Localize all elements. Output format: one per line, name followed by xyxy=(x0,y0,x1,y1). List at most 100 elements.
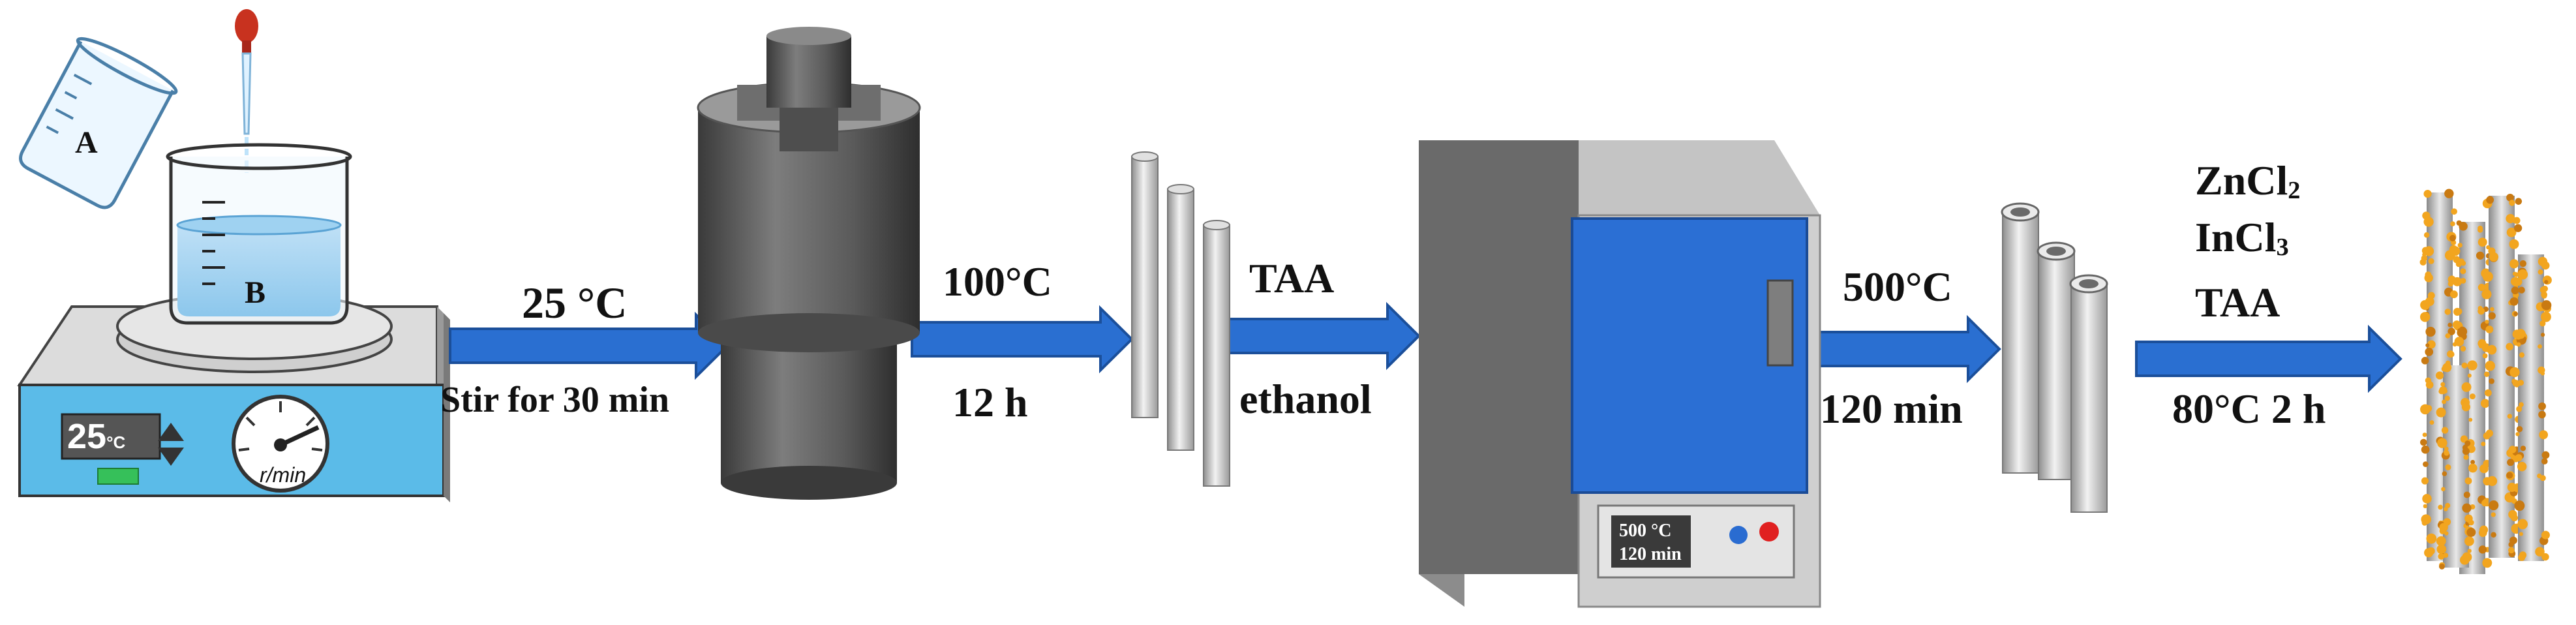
nanoparticle xyxy=(2512,271,2517,276)
nanoparticle xyxy=(2444,309,2451,315)
nanoparticle xyxy=(2507,459,2515,466)
display-value: 25°C xyxy=(67,417,126,456)
temperature-display xyxy=(61,413,184,485)
nanoparticle xyxy=(2423,246,2434,256)
nanoparticle xyxy=(2509,239,2519,249)
step3-condition-top: TAA xyxy=(1249,255,1335,301)
nanoparticle xyxy=(2485,320,2489,324)
nanoparticle xyxy=(2481,289,2492,299)
nanoparticle xyxy=(2470,459,2476,465)
nanoparticle xyxy=(2538,366,2545,374)
nanoparticle xyxy=(2424,548,2434,558)
nanoparticle xyxy=(2483,467,2488,472)
nanoparticle xyxy=(2423,504,2427,509)
nanoparticle xyxy=(2509,536,2517,545)
nanoparticle xyxy=(2450,221,2455,226)
step4-condition-top: 500°C xyxy=(1843,264,1952,310)
nanoparticle xyxy=(2421,357,2429,365)
nanoparticle xyxy=(2463,454,2469,460)
nanoparticle xyxy=(2444,189,2454,198)
nanoparticle xyxy=(2519,260,2526,267)
furnace-panel-line1: 500 °C xyxy=(1619,521,1672,541)
nanoparticle xyxy=(2451,208,2457,215)
nanoparticle xyxy=(2508,446,2517,453)
nanoparticle xyxy=(2541,333,2545,337)
arrow-step4 xyxy=(1806,314,2001,384)
nanoparticle xyxy=(2447,322,2453,328)
nanoparticle xyxy=(2509,200,2515,206)
nanoparticle xyxy=(2436,407,2446,418)
nanoparticle xyxy=(2515,454,2523,462)
step3-condition-bottom: ethanol xyxy=(1239,376,1372,422)
nanoparticle xyxy=(2509,297,2519,306)
nanoparticle xyxy=(2481,500,2489,507)
nanoparticle xyxy=(2440,382,2446,387)
nanoparticle xyxy=(2515,332,2523,340)
nanoparticle xyxy=(2537,473,2542,479)
nanoparticle xyxy=(2439,523,2448,532)
nanoparticle xyxy=(2423,232,2430,238)
nanoparticle xyxy=(2489,378,2494,384)
nanoparticle xyxy=(2519,532,2523,536)
nanoparticle xyxy=(2465,517,2472,523)
nanoparticle xyxy=(2482,271,2493,282)
nanoparticle xyxy=(2512,380,2520,387)
nanoparticle xyxy=(2428,258,2434,264)
nanoparticle xyxy=(2491,512,2496,517)
nanoparticle xyxy=(2464,536,2474,546)
nanoparticle xyxy=(2443,389,2447,394)
nanoparticle xyxy=(2544,280,2549,284)
dropper xyxy=(235,9,258,173)
nanoparticle xyxy=(2429,420,2434,425)
nanoparticle xyxy=(2436,544,2447,555)
nanoparticle xyxy=(2511,514,2519,522)
nanoparticle xyxy=(2427,340,2436,349)
nanoparticle xyxy=(2483,432,2491,440)
autoclave xyxy=(697,27,921,500)
nanoparticle xyxy=(2467,373,2472,378)
reagent-zncl2: ZnCl2 xyxy=(2195,157,2301,204)
nanoparticle xyxy=(2506,472,2513,479)
nanoparticle xyxy=(2435,371,2444,380)
nanoparticle xyxy=(2444,450,2448,454)
nanoparticle xyxy=(2438,553,2445,560)
nanoparticle xyxy=(2441,366,2447,372)
nanoparticle xyxy=(2507,414,2513,419)
nanoparticle xyxy=(2541,300,2552,311)
nanoparticle xyxy=(2513,311,2518,316)
nanoparticle xyxy=(2467,360,2478,371)
nanoparticle xyxy=(2511,217,2518,224)
nanoparticle xyxy=(2541,458,2548,465)
nanoparticle xyxy=(2486,196,2494,204)
nanoparticle xyxy=(2457,328,2466,338)
nanoparticle xyxy=(2489,500,2499,511)
nanoparticle xyxy=(2517,269,2528,280)
nanoparticle xyxy=(2485,326,2494,333)
nanoparticle xyxy=(2541,451,2550,459)
nanoparticle xyxy=(2425,381,2434,389)
nanoparticle xyxy=(2541,530,2550,540)
nanoparticle xyxy=(2516,342,2521,347)
beaker-a-label: A xyxy=(75,125,98,160)
nanoparticle xyxy=(2452,320,2461,329)
beaker-b xyxy=(166,143,352,325)
nanoparticle xyxy=(2467,549,2472,553)
speed-dial xyxy=(232,395,329,493)
nanoparticle xyxy=(2517,461,2527,472)
nanoparticle xyxy=(2516,406,2523,412)
nanoparticle xyxy=(2486,245,2491,250)
nanoparticle xyxy=(2515,432,2520,436)
nanoparticle xyxy=(2478,227,2483,233)
nanoparticle xyxy=(2445,464,2451,470)
nanoparticle xyxy=(2420,404,2431,415)
nanoparticle xyxy=(2463,491,2470,498)
nanoparticle xyxy=(2449,235,2456,241)
nanoparticle xyxy=(2445,502,2451,508)
nanoparticle xyxy=(2489,252,2499,262)
nanoparticle xyxy=(2478,339,2487,348)
nanoparticle xyxy=(2490,307,2494,312)
nanoparticle xyxy=(2480,399,2490,408)
nanoparticle xyxy=(2541,553,2549,561)
nanoparticle xyxy=(2422,494,2432,504)
